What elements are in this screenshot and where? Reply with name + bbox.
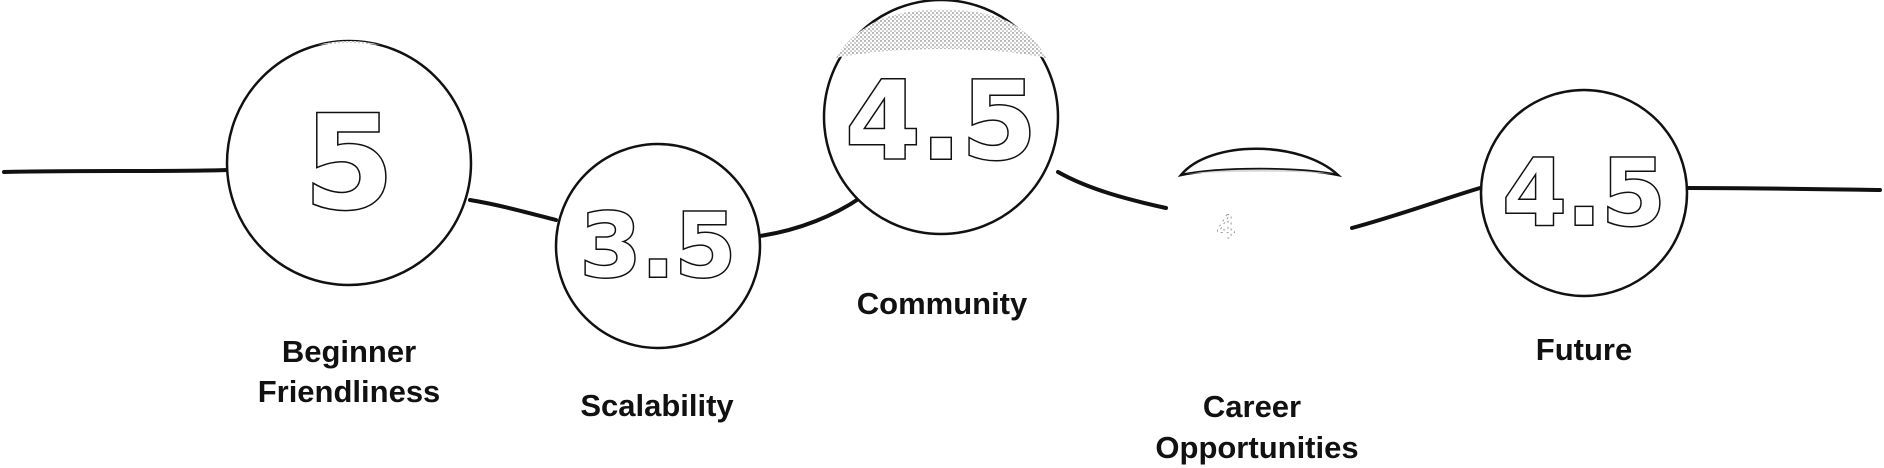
rating-circle	[1479, 88, 1689, 298]
score-text: 4.5	[1503, 140, 1666, 247]
rating-cap	[318, 41, 380, 45]
rating-item-scalability: 3.5 Scalability	[554, 142, 762, 423]
rating-item-career-opportunities: 4 Career Opportunities	[1155, 147, 1359, 465]
rating-label-line-1: Career	[1203, 389, 1301, 424]
rating-label-line-2: Opportunities	[1155, 430, 1358, 465]
rating-cap	[836, 9, 1046, 58]
score-text: 5	[304, 87, 394, 239]
connector-2-3	[758, 196, 862, 238]
connector-1-2	[468, 198, 558, 222]
rating-label-line-2: Friendliness	[258, 374, 441, 409]
score-text: 4.5	[845, 60, 1036, 185]
rating-label-line-1: Community	[857, 286, 1028, 321]
score-text: 4	[1216, 208, 1236, 246]
score-text: 3.5	[580, 195, 736, 298]
connector-3-4	[1056, 170, 1168, 210]
connector-4-5	[1350, 186, 1482, 230]
rating-circle	[822, 0, 1060, 236]
connector-left-tail	[2, 168, 230, 174]
rating-label-line-1: Scalability	[580, 388, 734, 423]
rating-label-line-1: Future	[1536, 332, 1632, 367]
rating-label-line-1: Beginner	[282, 334, 416, 369]
rating-item-community: 4.5 Community	[822, 0, 1060, 321]
rating-cap	[1186, 169, 1334, 174]
rating-circle	[554, 142, 762, 350]
connector-right-tail	[1686, 186, 1882, 192]
rating-item-beginner-friendliness: 5 Beginner Friendliness	[225, 39, 473, 409]
rating-partial-arc	[1177, 147, 1343, 178]
rating-item-future: 4.5 Future	[1479, 88, 1689, 367]
